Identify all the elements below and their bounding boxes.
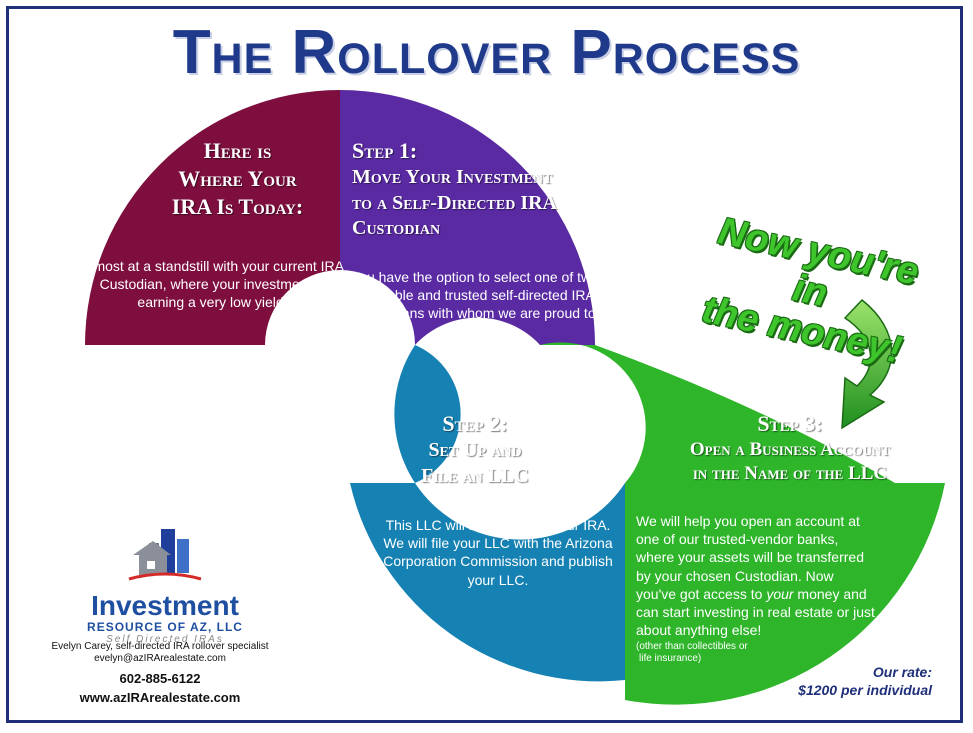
heading-step-1: Step 1: Move Your Investment to a Self-D… bbox=[352, 137, 612, 242]
segment-step-3 bbox=[540, 342, 945, 705]
logo-tagline: Self Directed IRAs bbox=[106, 634, 224, 645]
heading-line: Here is bbox=[203, 138, 272, 163]
segment-step-2 bbox=[350, 345, 625, 682]
heading-line: Step 3: bbox=[757, 411, 823, 436]
text-ira-today: Almost at a standstill with your current… bbox=[81, 258, 344, 311]
heading-line: Custodian bbox=[352, 217, 441, 240]
contact-name: Evelyn Carey, self-directed IRA rollover… bbox=[51, 641, 269, 652]
rate-label: Our rate: bbox=[872, 664, 932, 680]
fine-print-line: life insurance) bbox=[639, 652, 702, 664]
heading-line: Step 2: bbox=[442, 411, 508, 436]
heading-line: Open a Business Account bbox=[689, 439, 891, 461]
heading-line: IRA Is Today: bbox=[171, 194, 304, 220]
segment-step-1 bbox=[340, 90, 595, 345]
rate-value: $1200 per individual bbox=[798, 681, 932, 698]
heading-line: in the Name of the LLC bbox=[692, 463, 888, 485]
curved-arrow-down-icon bbox=[841, 298, 893, 430]
contact-website[interactable]: www.azIRArealestate.com bbox=[79, 689, 241, 705]
text-step-2: This LLC will be owned by your IRA. We w… bbox=[383, 517, 613, 588]
text-part: money and can start investing in real es… bbox=[636, 585, 875, 639]
text-step-1: You have the option to select one of two… bbox=[351, 269, 599, 340]
text-step-3: We will help you open an account at one … bbox=[636, 512, 876, 639]
heading-line: File an LLC bbox=[421, 464, 529, 487]
heading-line: Step 1: bbox=[352, 138, 418, 163]
heading-ira-today: Here is Where Your IRA Is Today: bbox=[150, 137, 325, 221]
logo-subtitle: RESOURCE OF AZ, LLC bbox=[87, 620, 243, 634]
fine-print-line: (other than collectibles or bbox=[636, 641, 748, 652]
contact-block: Evelyn Carey, self-directed IRA rollover… bbox=[40, 641, 280, 705]
contact-email[interactable]: evelyn@azIRArealestate.com bbox=[94, 653, 226, 664]
heading-line: Set Up and bbox=[428, 439, 522, 462]
fine-print: (other than collectibles or life insuran… bbox=[636, 641, 806, 664]
heading-step-3: Step 3: Open a Business Account in the N… bbox=[640, 410, 940, 487]
heading-step-2: Step 2: Set Up and File an LLC bbox=[400, 410, 550, 489]
heading-line: Where Your bbox=[178, 166, 297, 192]
text-part: We will help you open an account at one … bbox=[636, 513, 864, 602]
logo-wordmark: Investment bbox=[91, 590, 239, 621]
heading-line: Move Your Investment bbox=[352, 166, 553, 189]
company-logo: Investment RESOURCE OF AZ, LLC Self Dire… bbox=[80, 525, 250, 645]
text-emphasis: your bbox=[766, 585, 794, 602]
house-buildings-icon bbox=[128, 529, 202, 581]
heading-line: to a Self-Directed IRA bbox=[352, 191, 558, 214]
segment-ira-today bbox=[85, 90, 340, 345]
contact-phone: 602-885-6122 bbox=[119, 671, 201, 686]
page-border bbox=[6, 6, 963, 723]
rate-block: Our rate: $1200 per individual bbox=[760, 664, 932, 699]
page-title: The Rollover Process bbox=[172, 18, 801, 87]
